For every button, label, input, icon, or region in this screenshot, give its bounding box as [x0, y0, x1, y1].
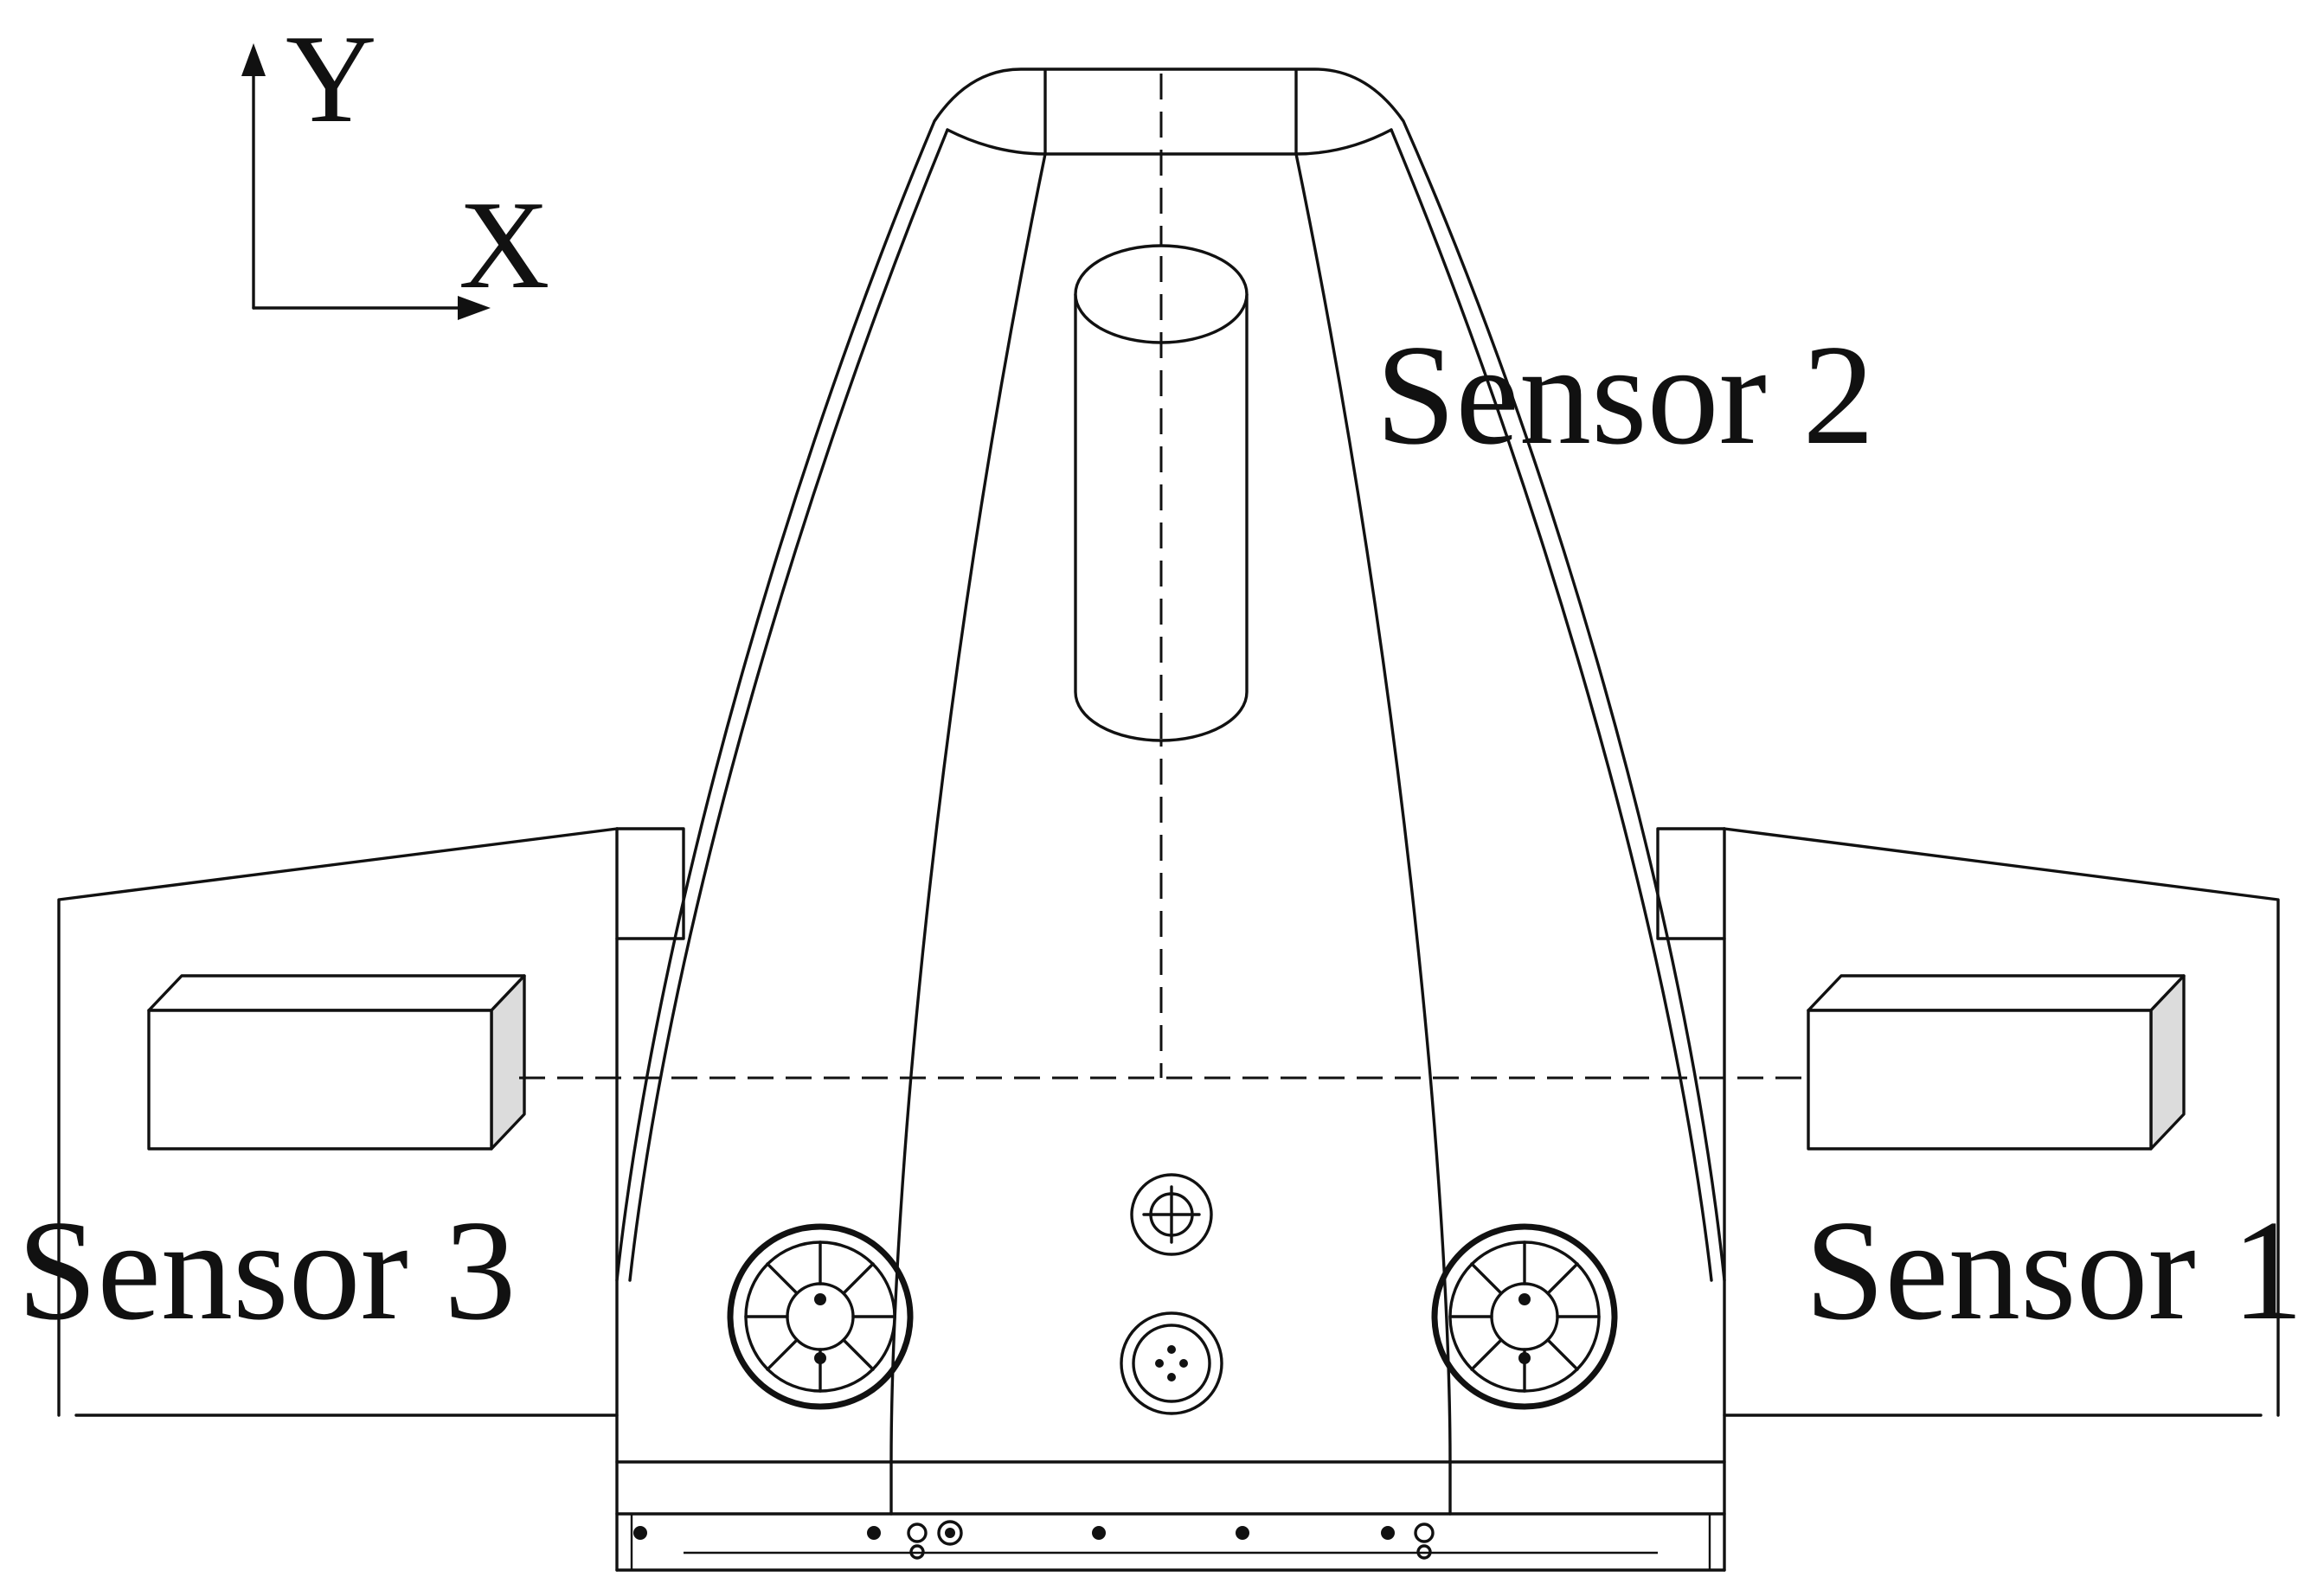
sensor-1-box	[1807, 974, 2186, 1151]
right-thruster	[1431, 1223, 1618, 1410]
right-wing	[1656, 827, 2280, 1572]
main-body	[615, 67, 1726, 1572]
sensor-3-box	[147, 974, 526, 1151]
sensor-2-cylinder	[1074, 244, 1249, 742]
left-wing	[57, 827, 685, 1572]
y-axis-label: Y	[286, 9, 376, 149]
center-connector	[1120, 1311, 1223, 1415]
left-thruster	[727, 1223, 914, 1410]
axes-indicator: Y X	[241, 9, 549, 320]
bottom-ports	[633, 1520, 1435, 1560]
x-axis-arrowhead	[458, 296, 491, 320]
sensor-3-label: Sensor 3	[17, 1190, 516, 1349]
y-axis-arrowhead	[241, 43, 266, 76]
x-axis-label: X	[459, 175, 549, 315]
sensor-1-label: Sensor 1	[1805, 1190, 2303, 1349]
sensor-2-label: Sensor 2	[1376, 315, 1874, 474]
center-target-mark	[1130, 1173, 1213, 1256]
